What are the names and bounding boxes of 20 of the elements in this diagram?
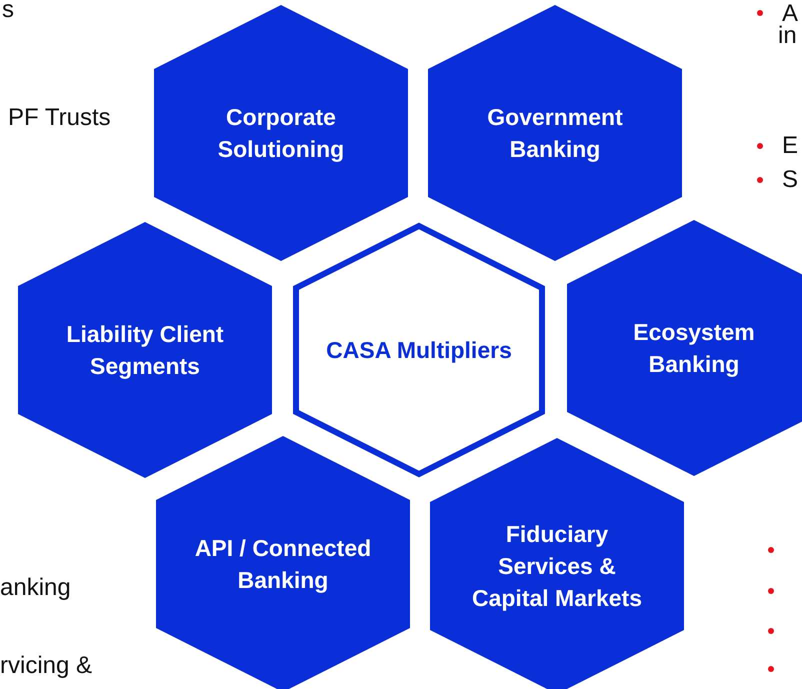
- tile-label: Ecosystem Banking: [632, 318, 756, 379]
- cut-off-text: anking: [0, 574, 71, 602]
- tile-label: Liability Client Segments: [65, 320, 225, 381]
- hexagon-tile: [428, 5, 682, 261]
- cut-off-text: S: [782, 166, 798, 194]
- hexagon-tile: [154, 5, 408, 261]
- hexagon-tile: [430, 438, 684, 689]
- tile-label: CASA Multipliers: [325, 336, 513, 365]
- tile-label: Fiduciary Services & Capital Markets: [470, 520, 643, 613]
- tile-label: Government Banking: [486, 103, 624, 164]
- tile-label: API / Connected Banking: [194, 534, 372, 595]
- cut-off-text: rvicing &: [0, 652, 92, 680]
- hexagon-tile: [567, 220, 802, 476]
- cut-off-text: E: [782, 132, 798, 160]
- hexagon-tile: [292, 222, 546, 478]
- cut-off-text: PF Trusts: [8, 104, 111, 132]
- hexagon-tile: [18, 222, 272, 478]
- hexagon-tile: [156, 436, 410, 689]
- tile-label: Corporate Solutioning: [216, 103, 346, 164]
- cut-off-text: s: [2, 0, 14, 24]
